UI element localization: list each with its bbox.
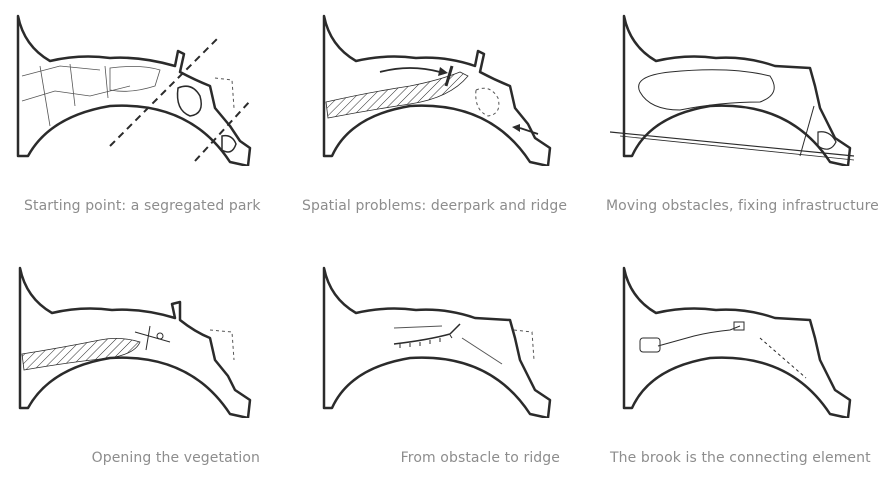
park-outline	[322, 266, 552, 418]
panel-opening-vegetation: Opening the vegetation	[10, 258, 270, 466]
panel-moving-obstacles: Moving obstacles, fixing infrastructure	[606, 6, 879, 214]
park-sketch-3	[610, 14, 855, 166]
open-vegetation	[21, 338, 141, 371]
park-sketch-5	[322, 266, 552, 418]
park-outline	[322, 14, 552, 166]
park-outline	[16, 14, 252, 166]
caption-starting-point: Starting point: a segregated park	[24, 198, 261, 214]
caption-spatial-problems: Spatial problems: deerpark and ridge	[302, 198, 568, 214]
barrier-line-2	[194, 100, 251, 162]
loop-path	[638, 69, 775, 111]
tree-marker	[156, 332, 164, 340]
pond-2	[221, 134, 237, 153]
brook-flow-dashed	[759, 337, 807, 379]
brook-pond	[639, 337, 661, 353]
flow-arrow	[379, 67, 441, 73]
pond-outline	[817, 131, 837, 150]
panel-starting-point: Starting point: a segregated park	[10, 6, 270, 214]
barrier-line-1	[109, 37, 219, 147]
dashed-edge	[209, 329, 235, 361]
opening-arrows	[134, 325, 171, 351]
park-sketch-6	[622, 266, 852, 418]
entry-arrowhead	[512, 124, 520, 132]
dashed-edge	[513, 329, 535, 361]
ridge-line	[393, 323, 461, 345]
left-arrow	[393, 325, 443, 329]
flow-arrowhead	[438, 67, 448, 76]
relocation-arrow	[799, 105, 815, 157]
brook-line	[657, 325, 741, 347]
dashed-edge	[214, 77, 235, 109]
entry-arrow	[519, 127, 539, 135]
panel-obstacle-to-ridge: From obstacle to ridge	[310, 258, 570, 466]
park-outline	[622, 14, 852, 166]
caption-obstacle-to-ridge: From obstacle to ridge	[400, 450, 560, 466]
caption-opening-vegetation: Opening the vegetation	[91, 450, 260, 466]
deerpark-area	[109, 66, 161, 92]
caption-moving-obstacles: Moving obstacles, fixing infrastructure	[606, 198, 879, 214]
park-sketch-2	[322, 14, 552, 166]
panel-brook: The brook is the connecting element	[610, 258, 871, 466]
right-arrow	[461, 337, 503, 365]
pond-outline	[475, 87, 500, 117]
park-sketch-1	[16, 14, 252, 166]
infrastructure-line-2	[619, 135, 855, 161]
caption-brook: The brook is the connecting element	[610, 450, 871, 466]
ridge-vegetation	[325, 71, 469, 119]
park-sketch-4	[18, 266, 252, 418]
infrastructure-line	[610, 131, 855, 157]
parcel-lines	[21, 63, 131, 127]
brook-source	[733, 321, 745, 331]
pond-1	[176, 85, 202, 117]
panel-spatial-problems: Spatial problems: deerpark and ridge	[302, 6, 570, 214]
park-outline	[622, 266, 852, 418]
blocking-mark	[444, 65, 454, 87]
ridge-ticks	[399, 334, 453, 348]
